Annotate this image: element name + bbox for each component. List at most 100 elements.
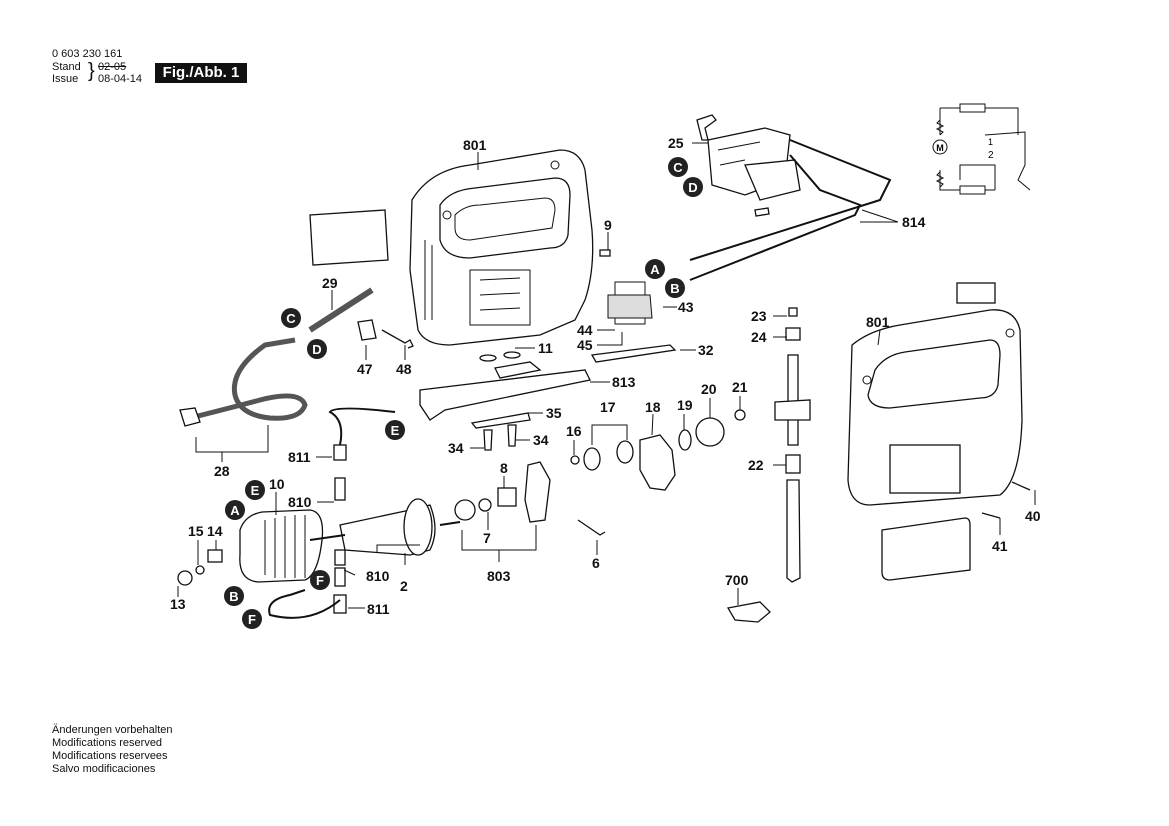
bearing-bracket-803[interactable] [524, 461, 551, 523]
housing-left-half[interactable] [409, 149, 594, 346]
ref-A-wire: A [645, 259, 665, 279]
wire-set-814[interactable] [689, 139, 892, 281]
armature-2[interactable] [309, 498, 461, 556]
label-47: 47 [357, 361, 373, 377]
brace-icon: } [88, 60, 95, 82]
lead-F [268, 589, 341, 619]
label-14: 14 [207, 523, 223, 539]
leader-lines [177, 142, 1036, 609]
guide-plate-32[interactable] [590, 344, 677, 363]
svg-text:D: D [312, 342, 321, 357]
washer-19[interactable] [678, 429, 692, 451]
label-6: 6 [592, 555, 600, 571]
label-43: 43 [678, 299, 694, 315]
screw-34a[interactable] [483, 429, 493, 451]
clamp-35[interactable] [470, 412, 531, 429]
label-28: 28 [214, 463, 230, 479]
svg-text:2: 2 [988, 150, 994, 161]
housing-right-half[interactable] [847, 309, 1023, 506]
label-9: 9 [604, 217, 612, 233]
label-810b: 810 [366, 568, 390, 584]
label-18: 18 [645, 399, 661, 415]
screw-40[interactable] [1011, 481, 1031, 491]
field-10[interactable] [239, 509, 324, 583]
ref-F-field: F [242, 609, 262, 629]
cable-clamp-47[interactable] [357, 319, 377, 341]
suppressor-43[interactable] [607, 281, 653, 325]
motor-symbol-icon [932, 139, 948, 155]
plunger-assembly[interactable] [774, 307, 811, 583]
counterweight-18[interactable] [639, 434, 676, 491]
label-15: 15 [188, 523, 204, 539]
brush-holder-811a[interactable] [333, 444, 347, 461]
label-23: 23 [751, 308, 767, 324]
svg-text:D: D [688, 180, 697, 195]
label-813: 813 [612, 374, 636, 390]
label-34b: 34 [533, 432, 549, 448]
washer-15[interactable] [195, 565, 205, 575]
label-7: 7 [483, 530, 491, 546]
switch-assembly[interactable] [696, 114, 801, 217]
screw-41[interactable] [981, 512, 1001, 519]
nut-11b[interactable] [503, 351, 521, 359]
blade-clamp-700[interactable] [726, 601, 771, 623]
label-801a: 801 [463, 137, 487, 153]
brush-810b[interactable] [334, 549, 346, 566]
screw-34b[interactable] [507, 424, 517, 447]
issue-label: Issue [52, 73, 79, 85]
wiring-schematic: M 1 2 [932, 103, 1031, 195]
bearing-803[interactable] [454, 499, 476, 521]
screw-48[interactable] [381, 329, 414, 349]
label-plate-right[interactable] [881, 517, 971, 581]
spring-810a[interactable] [334, 477, 346, 501]
ref-C-cable: C [281, 308, 301, 328]
svg-text:A: A [650, 262, 660, 277]
spring-810b[interactable] [334, 567, 346, 587]
stand-value: 02-05 [98, 61, 127, 73]
washer-17a[interactable] [583, 447, 601, 471]
svg-text:E: E [391, 423, 400, 438]
connection-references: C D A B C D E A E B F F [224, 157, 703, 629]
label-700: 700 [725, 572, 749, 588]
ref-F-brush: F [310, 570, 330, 590]
label-25: 25 [668, 135, 684, 151]
screw-6[interactable] [577, 519, 606, 536]
bushing-8[interactable] [497, 487, 517, 507]
label-801b: 801 [866, 314, 890, 330]
part-number: 0 603 230 161 [52, 48, 123, 60]
nut-13[interactable] [177, 570, 193, 586]
stand-label: Stand [52, 61, 81, 73]
washer-16[interactable] [570, 455, 580, 465]
label-32: 32 [698, 342, 714, 358]
washer-7[interactable] [478, 498, 492, 512]
label-29: 29 [322, 275, 338, 291]
pin-9[interactable] [599, 249, 611, 257]
bearing-14[interactable] [207, 549, 223, 563]
figure-label: Fig./Abb. 1 [155, 63, 247, 83]
ref-C-switch: C [668, 157, 688, 177]
label-44: 44 [577, 322, 593, 338]
bearing-21[interactable] [734, 409, 746, 421]
label-16: 16 [566, 423, 582, 439]
label-811b: 811 [367, 601, 390, 617]
svg-text:E: E [251, 483, 260, 498]
washer-17b[interactable] [616, 440, 634, 464]
gear-20[interactable] [695, 417, 725, 447]
motor-symbol-label: M [936, 143, 944, 153]
base-plate-813[interactable] [419, 361, 591, 421]
footer-line-es: Salvo modificaciones [52, 763, 156, 775]
power-cable[interactable] [179, 337, 308, 427]
label-plate-left[interactable] [309, 209, 389, 266]
ref-E-brush: E [385, 420, 405, 440]
svg-text:1: 1 [988, 137, 993, 147]
nut-11a[interactable] [479, 354, 497, 362]
cable-guard-29[interactable] [308, 287, 374, 333]
label-plate-small[interactable] [956, 282, 996, 304]
label-803: 803 [487, 568, 511, 584]
label-19: 19 [677, 397, 693, 413]
label-11: 11 [538, 340, 553, 356]
footer-line-de: Änderungen vorbehalten [52, 724, 173, 736]
footer-notice: Änderungen vorbehalten Modifications res… [52, 724, 172, 776]
label-811a: 811 [288, 449, 311, 465]
